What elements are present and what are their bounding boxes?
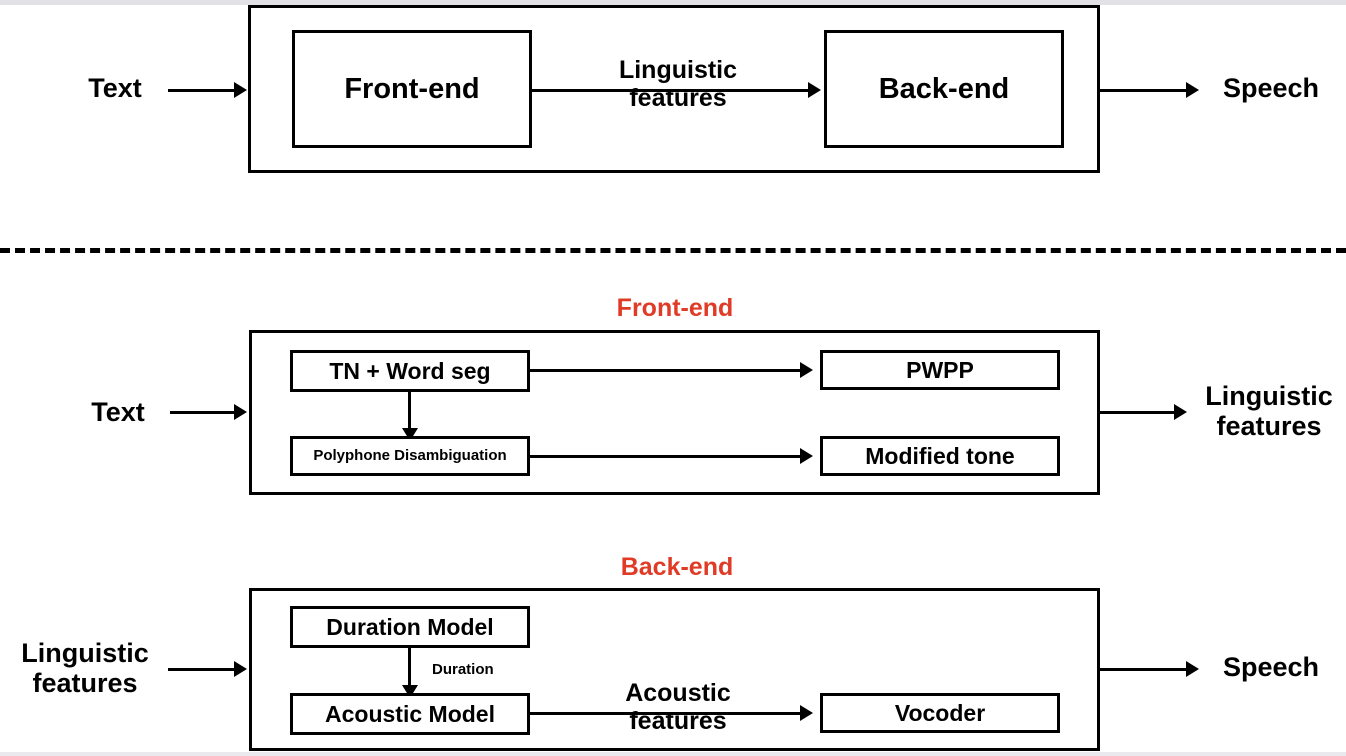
overview-output-arrow-head xyxy=(1186,82,1199,98)
overview-output-label: Speech xyxy=(1222,73,1320,103)
frontend-section-label: Front-end xyxy=(616,294,734,322)
backend-output-label: Speech xyxy=(1222,652,1320,682)
bottom-edge-strip xyxy=(0,752,1346,756)
backend-middle-arrow-line xyxy=(530,712,802,715)
frontend-pwpp-arrow-head xyxy=(800,362,813,378)
overview-input-label: Text xyxy=(88,73,142,103)
section-divider xyxy=(0,248,1346,253)
overview-middle-arrow-head xyxy=(808,82,821,98)
overview-container xyxy=(248,5,1100,173)
backend-input-arrow-head xyxy=(234,661,247,677)
backend-output-arrow-line xyxy=(1100,668,1188,671)
frontend-box-polyphone-disambiguation[interactable]: Polyphone Disambiguation xyxy=(290,436,530,476)
frontend-modified-tone-arrow-line xyxy=(530,455,802,458)
frontend-output-label: Linguistic features xyxy=(1205,381,1333,441)
overview-middle-edge-label: Linguistic features xyxy=(618,56,738,112)
frontend-container xyxy=(249,330,1100,495)
backend-internal-edge-label: Duration xyxy=(432,661,494,678)
backend-middle-arrow-head xyxy=(800,705,813,721)
backend-container xyxy=(249,588,1100,751)
frontend-output-arrow-line xyxy=(1100,411,1176,414)
frontend-modified-tone-arrow-head xyxy=(800,448,813,464)
top-edge-strip xyxy=(0,0,1346,5)
backend-box-acoustic-model[interactable]: Acoustic Model xyxy=(290,693,530,735)
overview-box-back-end[interactable]: Back-end xyxy=(824,30,1064,148)
backend-input-arrow-line xyxy=(168,668,236,671)
overview-input-arrow-line xyxy=(168,89,236,92)
backend-input-label: Linguistic features xyxy=(21,638,149,698)
overview-input-arrow-head xyxy=(234,82,247,98)
overview-output-arrow-line xyxy=(1100,89,1188,92)
backend-box-vocoder[interactable]: Vocoder xyxy=(820,693,1060,733)
backend-output-arrow-head xyxy=(1186,661,1199,677)
backend-section-label: Back-end xyxy=(620,553,734,581)
frontend-box-modified-tone[interactable]: Modified tone xyxy=(820,436,1060,476)
overview-box-front-end[interactable]: Front-end xyxy=(292,30,532,148)
frontend-box-tn-word-seg[interactable]: TN + Word seg xyxy=(290,350,530,392)
frontend-input-arrow-head xyxy=(234,404,247,420)
frontend-pwpp-arrow-line xyxy=(530,369,802,372)
backend-internal-arrow-line xyxy=(408,648,411,687)
frontend-internal-arrow-line xyxy=(408,392,411,430)
frontend-box-pwpp[interactable]: PWPP xyxy=(820,350,1060,390)
frontend-output-arrow-head xyxy=(1174,404,1187,420)
backend-middle-edge-label: Acoustic features xyxy=(625,679,731,735)
overview-middle-arrow-line xyxy=(532,89,810,92)
backend-box-duration-model[interactable]: Duration Model xyxy=(290,606,530,648)
frontend-input-arrow-line xyxy=(170,411,236,414)
frontend-input-label: Text xyxy=(91,397,145,427)
